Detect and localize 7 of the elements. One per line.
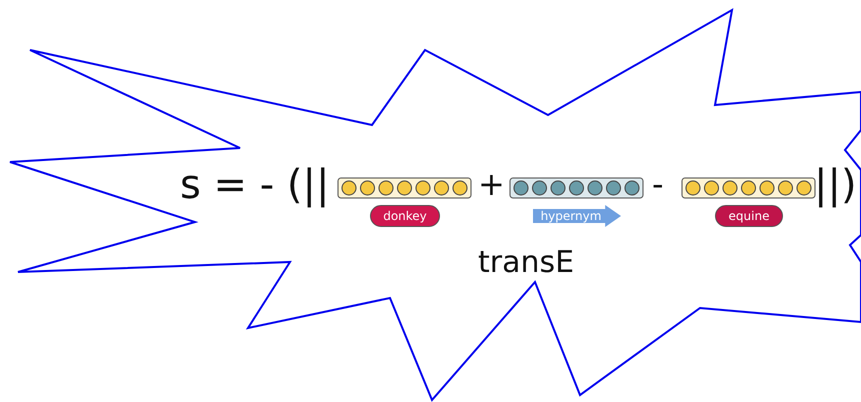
- minus-sign: -: [652, 168, 664, 200]
- formula-text: ||): [814, 165, 857, 205]
- formula-text: s = - (||: [180, 165, 330, 205]
- entity-tag: donkey: [370, 205, 440, 227]
- entity-tag: equine: [715, 205, 783, 227]
- plus-sign: +: [478, 168, 505, 200]
- model-name: transE: [478, 248, 574, 278]
